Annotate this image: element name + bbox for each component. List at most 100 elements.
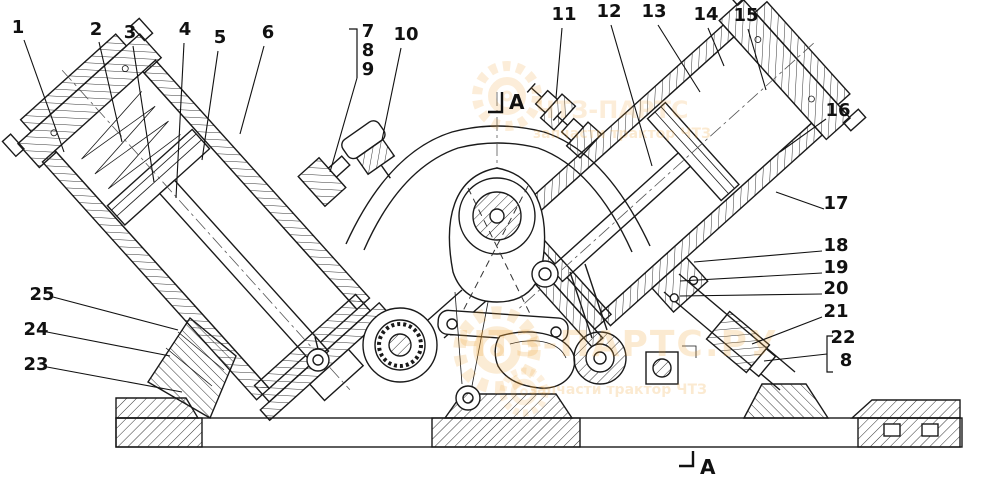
trunnion-bolt [669,293,679,303]
leader [751,316,823,345]
leader [775,191,825,210]
leader [610,24,653,167]
callout-5: 5 [214,27,227,48]
callout-1: 1 [12,17,25,38]
cylinder-axis [516,42,814,312]
callouts: 1 2 3 4 5 6 7 8 9 10 11 12 13 14 15 16 1… [12,1,856,375]
base-center-section [431,417,581,448]
callout-8: 8 [362,40,375,61]
left-cylinder [1,17,390,422]
callout-4: 4 [179,19,192,40]
rod-link-edge [584,263,608,331]
callout-11: 11 [551,4,576,25]
trunnion-bracket [651,256,709,313]
base-right-section [857,417,961,448]
section-label-top: А [509,90,525,114]
foot-band-line [165,347,213,387]
cap-screw [121,65,129,72]
leader [46,366,183,393]
callout-bracket-7-8-9 [349,28,358,78]
base-bolt-hole [883,423,901,437]
collar-nut [748,347,777,378]
callout-20: 20 [823,278,848,299]
callout-14: 14 [693,4,718,25]
housing-inner-arc [363,142,633,253]
callout-2: 2 [90,19,103,40]
watermark-brand: ЧТЗ-ПАРТС.РУ [457,324,778,365]
lever-arm-edge [427,289,463,321]
callout-3: 3 [124,22,137,43]
callout-24: 24 [23,319,48,340]
shaft-spline [377,322,423,368]
callout-12: 12 [596,1,621,22]
leader [329,77,358,173]
leader [679,272,823,282]
callout-15: 15 [733,5,758,26]
leader [201,50,219,161]
leader [693,250,823,263]
callout-22: 22 [830,327,855,348]
callout-10: 10 [393,24,418,45]
lug-stud [327,155,351,179]
hex-bracket [682,345,697,358]
callout-6: 6 [262,22,275,43]
leader [747,28,767,91]
callout-21: 21 [823,301,848,322]
callout-7: 7 [362,21,375,42]
callout-17: 17 [823,193,848,214]
valve-body [355,138,396,176]
shaft-core [388,333,412,357]
cylinder-axis [61,69,351,391]
mounting-lug [297,155,351,208]
leader [679,293,823,297]
leader [707,27,725,67]
strut-collar [705,310,777,378]
rod-link-edge [569,271,593,339]
cap-bolt [842,108,867,132]
callout-23: 23 [23,354,48,375]
leader [132,45,155,183]
leader [23,39,65,153]
cap-screw [808,95,815,103]
leader [52,296,179,331]
base-left-section [115,417,203,448]
valve-stem [380,164,391,179]
leader [381,47,402,141]
leader [239,45,265,135]
phantom-line [467,187,539,331]
section-cut-mark-bottom [679,451,695,468]
callout-25: 25 [29,284,54,305]
clevis-pin [312,354,324,366]
cap-bolt [1,133,26,158]
callout-16: 16 [825,100,850,121]
callout-8b: 8 [840,350,853,371]
base-right-flange [850,399,961,419]
clevis-link [314,336,319,350]
callout-13: 13 [641,1,666,22]
rocker-assembly [306,167,697,411]
callout-9: 9 [362,59,375,80]
callout-19: 19 [823,257,848,278]
spring [81,91,181,190]
link-pin [446,318,458,330]
section-markers: А А [488,90,716,479]
strut-foot [742,383,830,419]
watermark-brand-top: ЧТЗ-ПАРТС [535,96,688,124]
right-support-strut [663,273,830,419]
hex-fitting-bore [652,358,672,378]
section-label-bottom: А [700,455,716,479]
leader-lines [23,24,833,393]
center-housing [297,75,651,253]
watermark-tagline: запчасти трактор ЧТЗ [529,382,707,398]
crank-hole [593,351,607,365]
leader [98,41,123,143]
leader [46,331,171,357]
base-plate [115,393,963,448]
leader [555,27,563,99]
leader [779,118,827,153]
roller-pin [462,392,474,404]
base-bolt-hole [921,423,939,437]
cap-bolt [729,0,754,7]
